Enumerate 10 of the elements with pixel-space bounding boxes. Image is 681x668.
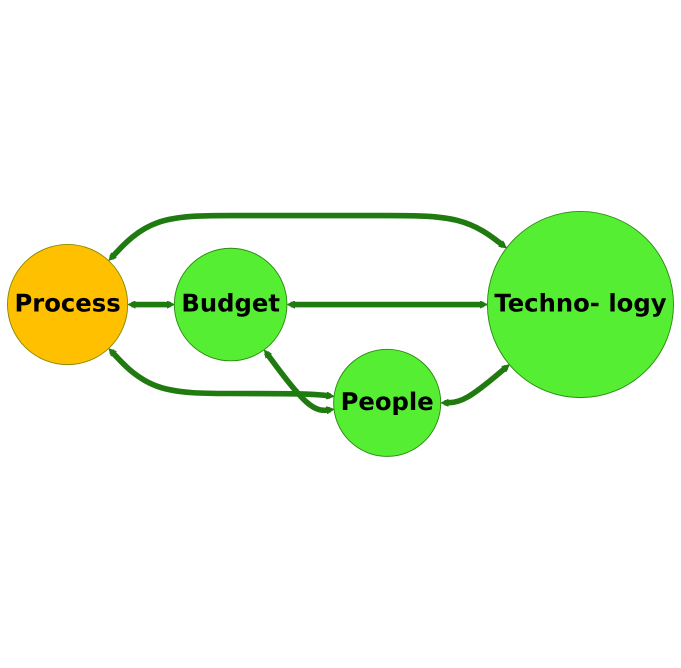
node-circle: Process [7,244,128,366]
arrow [108,348,334,400]
arrow [108,212,507,261]
node-circle: Techno- logy [486,211,674,398]
node-circle: Budget [174,248,288,362]
arrow [264,350,334,414]
arrow [128,300,175,309]
arrow [440,364,510,408]
node-circle: People [333,348,442,457]
arrow [286,300,488,309]
